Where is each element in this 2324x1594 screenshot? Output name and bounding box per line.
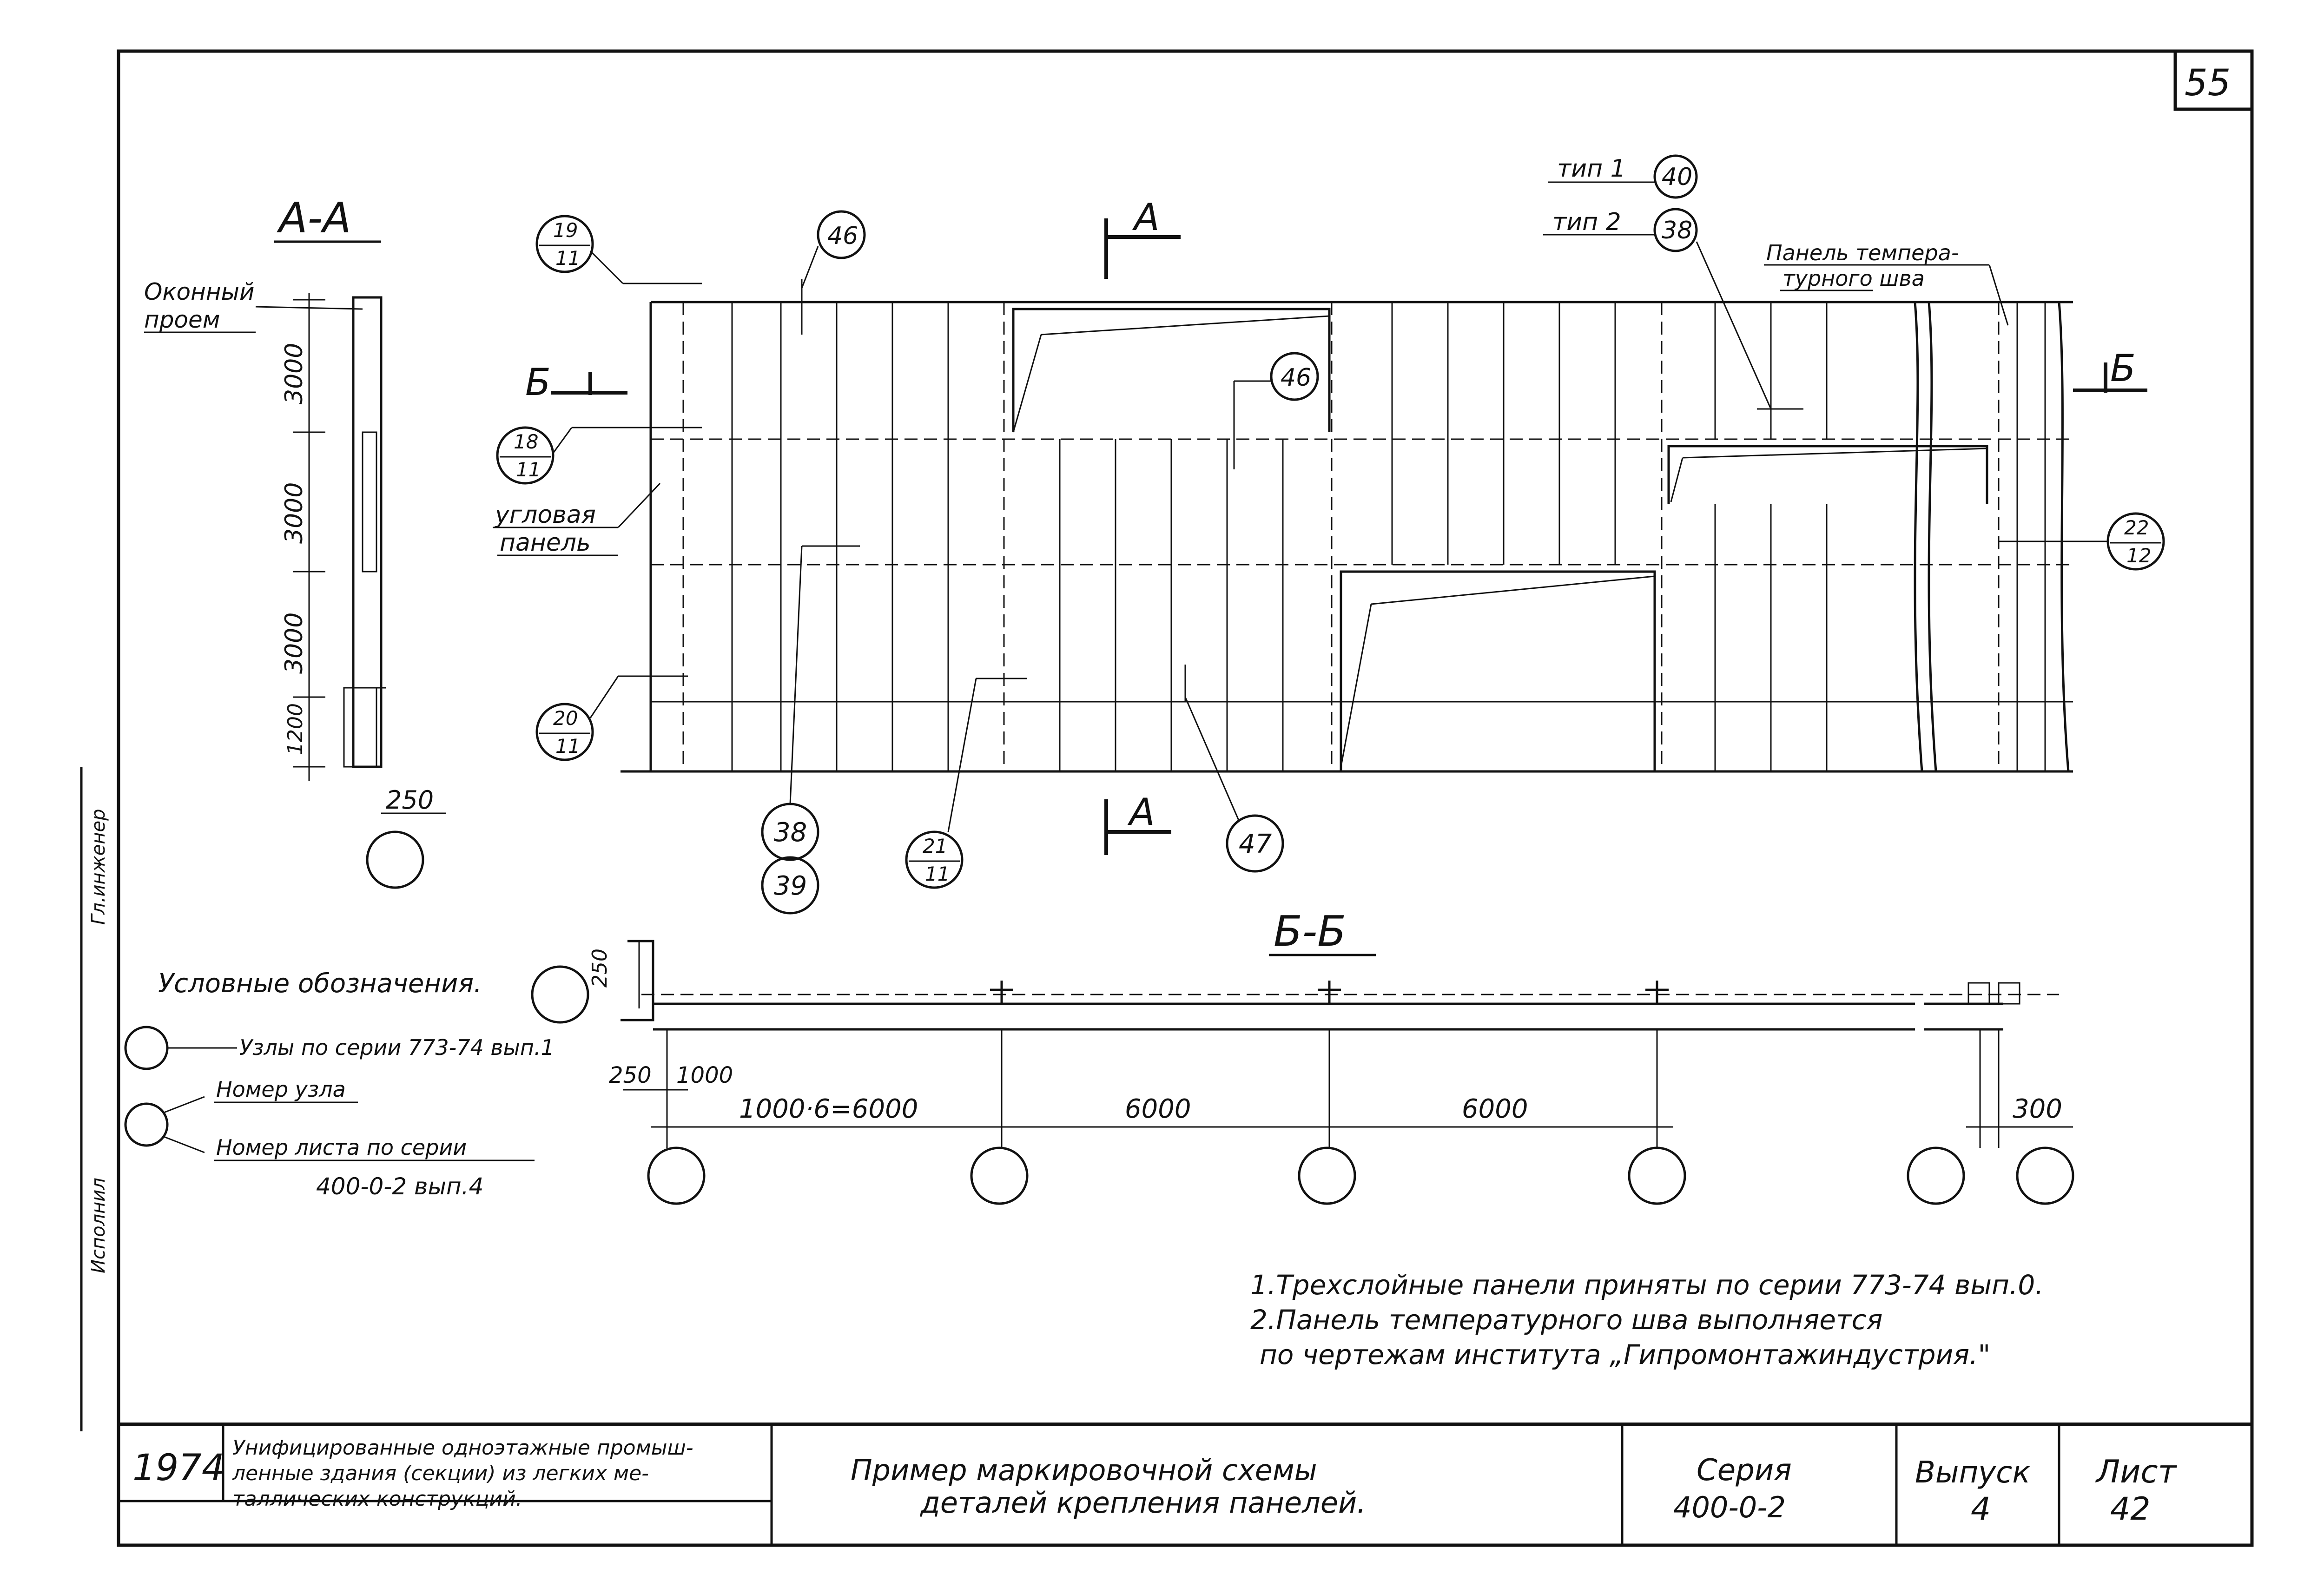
type-2-node: 38: [1662, 217, 1692, 244]
elevation: А А Б Б угловая панель тип 1 40 тип 2 38…: [493, 154, 2165, 915]
bb-dim-250h: 250: [609, 1062, 652, 1088]
notes: 1.Трехслойные панели приняты по серии 77…: [1250, 1269, 2044, 1370]
axis-marker-6: [2016, 1146, 2074, 1205]
legend-item-4: 400-0-2 вып.4: [316, 1173, 483, 1200]
year: 1974: [132, 1447, 225, 1489]
aa-dim-3: 3000: [280, 613, 308, 674]
node-38: 38: [774, 817, 807, 848]
project-line-2: ленные здания (секции) из легких ме-: [232, 1462, 649, 1485]
aa-node-marker: [366, 830, 424, 889]
section-aa: А-А Оконный проем 3000 3000 3000 1200 25…: [144, 194, 446, 889]
bb-dim-300: 300: [2013, 1094, 2062, 1124]
bb-dim-250v: 250: [588, 948, 612, 988]
node-46a: 46: [827, 222, 858, 250]
node-21-top: 21: [923, 835, 947, 857]
corner-panel-label-2: панель: [500, 529, 591, 557]
legend-item-1: Узлы по серии 773-74 вып.1: [239, 1035, 555, 1060]
bb-dim-2: 6000: [1125, 1094, 1191, 1124]
side-label-checker: Гл.инженер: [88, 809, 109, 925]
sheet-label: Лист: [2095, 1454, 2178, 1490]
bb-dim-1000: 1000: [676, 1062, 733, 1088]
node-20-top: 20: [553, 707, 578, 730]
legend-item-2: Номер узла: [216, 1077, 346, 1102]
project-line-3: таллических конструкций.: [232, 1487, 522, 1511]
panel-joints: [731, 302, 1828, 771]
cut-a-top: А: [1132, 196, 1160, 239]
section-bb: Б-Б 250 250 1000 1000·6=6000 6: [531, 907, 2074, 1205]
note-3: по чертежам института „Гипромонтажиндуст…: [1260, 1339, 1990, 1370]
issue-value: 4: [1971, 1491, 1991, 1528]
node-20-bottom: 11: [555, 735, 580, 757]
node-18-top: 18: [514, 430, 538, 453]
title-block: 1974 Унифицированные одноэтажные промыш-…: [119, 1424, 2178, 1545]
cut-a-bottom: А: [1127, 790, 1155, 834]
note-2: 2.Панель температурного шва выполняется: [1250, 1304, 1882, 1336]
series-label: Серия: [1697, 1453, 1792, 1488]
legend-item-3: Номер листа по серии: [216, 1135, 467, 1160]
axis-marker-5: [1907, 1146, 1965, 1205]
section-bb-marker: [531, 965, 589, 1024]
axis-marker-4: [1628, 1146, 1686, 1205]
node-47: 47: [1239, 829, 1272, 859]
sheet-frame: [117, 49, 2254, 1547]
issue-label: Выпуск: [1915, 1456, 2030, 1490]
project-line-1: Унифицированные одноэтажные промыш-: [232, 1436, 693, 1460]
bb-dim-3: 6000: [1462, 1094, 1528, 1124]
node-46b: 46: [1281, 364, 1311, 392]
note-1: 1.Трехслойные панели приняты по серии 77…: [1250, 1269, 2044, 1301]
cut-b-right: Б: [2110, 347, 2136, 390]
drawing-title-1: Пример маркировочной схемы: [851, 1453, 1317, 1487]
legend: Условные обозначения. Узлы по серии 773-…: [124, 968, 555, 1200]
axis-marker-3: [1298, 1146, 1356, 1205]
sheet-number: 55: [2185, 62, 2231, 104]
node-19-top: 19: [553, 219, 578, 242]
window-opening-label-1: Оконный: [144, 278, 255, 305]
temp-joint-label-1: Панель темпера-: [1766, 240, 1959, 265]
type-1-node: 40: [1662, 163, 1692, 191]
aa-dim-2: 3000: [280, 482, 308, 544]
type-2-label: тип 2: [1552, 208, 1621, 236]
axis-marker-1: [647, 1146, 706, 1205]
cut-b-left: Б: [525, 361, 551, 404]
series-value: 400-0-2: [1673, 1490, 1786, 1524]
aa-bottom-dim: 250: [386, 785, 434, 815]
section-aa-title: А-А: [277, 194, 351, 243]
corner-panel-label-1: угловая: [494, 501, 596, 529]
node-22-top: 22: [2124, 516, 2149, 539]
legend-title: Условные обозначения.: [158, 968, 482, 999]
bb-dim-1: 1000·6=6000: [739, 1094, 918, 1124]
side-label-executor: Исполнил: [88, 1178, 109, 1273]
drawing-title-2: деталей крепления панелей.: [920, 1486, 1366, 1520]
sheet-value: 42: [2110, 1491, 2151, 1528]
axis-marker-2: [970, 1146, 1029, 1205]
aa-dim-1: 3000: [280, 343, 308, 404]
node-39: 39: [774, 871, 807, 901]
temp-joint-label-2: турного шва: [1783, 266, 1925, 291]
node-18-bottom: 11: [516, 458, 541, 481]
section-bb-title: Б-Б: [1274, 907, 1346, 956]
aa-dim-4: 1200: [284, 703, 307, 755]
type-1-label: тип 1: [1557, 155, 1626, 183]
node-19-bottom: 11: [555, 247, 580, 270]
side-stamps: Гл.инженер Исполнил: [80, 767, 120, 1431]
node-21-bottom: 11: [925, 863, 950, 885]
node-22-bottom: 12: [2126, 544, 2151, 567]
window-opening-label-2: проем: [144, 306, 220, 333]
